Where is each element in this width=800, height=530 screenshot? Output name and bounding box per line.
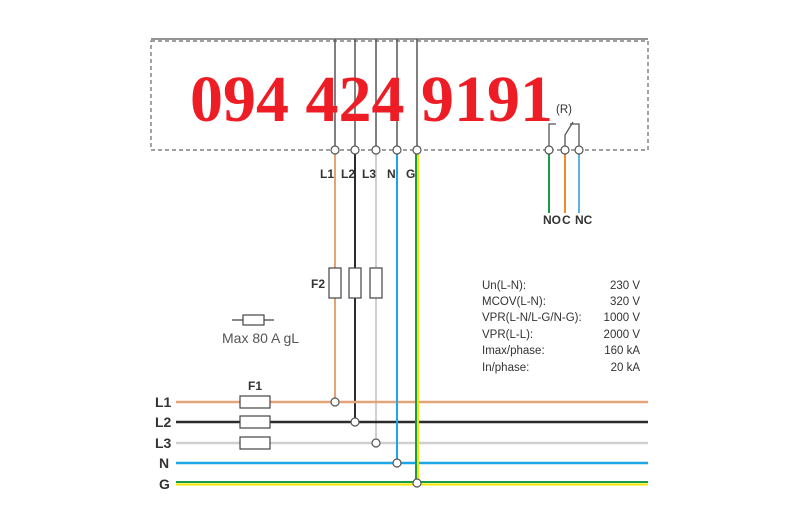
fuse-f2-label: F2 xyxy=(311,277,325,291)
relay-contact-icon xyxy=(548,121,580,150)
terminal-label-g: G xyxy=(406,167,415,181)
internal-wires xyxy=(334,39,418,150)
fuse-f1-icons xyxy=(239,395,271,450)
terminal-label-l3: L3 xyxy=(362,167,376,181)
spec-value: 320 V xyxy=(610,296,640,308)
fuse-f2-icons xyxy=(328,267,383,299)
spec-value: 20 kA xyxy=(611,362,641,374)
relay-label: (R) xyxy=(556,104,572,116)
bus-label-l2: L2 xyxy=(155,414,172,430)
terminal-label-n: N xyxy=(387,167,396,181)
spec-label: VPR(L-L): xyxy=(482,329,533,341)
bus-label-l3: L3 xyxy=(155,435,172,451)
spec-table: Un(L-N): 230 V MCOV(L-N): 320 V VPR(L-N/… xyxy=(482,280,640,374)
relay-terminal-nc: NC xyxy=(575,213,593,227)
spec-label: MCOV(L-N): xyxy=(482,296,546,308)
spec-value: 2000 V xyxy=(604,329,641,341)
bus-label-n: N xyxy=(159,455,169,471)
relay-terminal-no: NO xyxy=(543,213,561,227)
terminal-label-l2: L2 xyxy=(341,167,355,181)
spec-label: VPR(L-N/L-G/N-G): xyxy=(482,312,582,324)
bus-label-g: G xyxy=(159,476,170,492)
spec-value: 230 V xyxy=(610,280,640,292)
spec-value: 160 kA xyxy=(604,345,640,357)
relay-terminal-c: C xyxy=(562,213,571,227)
terminal-label-l1: L1 xyxy=(320,167,334,181)
terminal-icons xyxy=(330,145,584,155)
fuse-legend-text: Max 80 A gL xyxy=(222,330,299,346)
fuse-legend-icon xyxy=(232,314,274,326)
junction-icons xyxy=(330,397,422,488)
spec-label: In/phase: xyxy=(482,362,529,374)
bus-label-l1: L1 xyxy=(155,394,172,410)
spec-label: Imax/phase: xyxy=(482,345,545,357)
fuse-f1-label: F1 xyxy=(248,379,262,393)
spec-value: 1000 V xyxy=(604,312,641,324)
spec-label: Un(L-N): xyxy=(482,280,526,292)
phone-watermark: 094 424 9191 xyxy=(190,63,553,136)
